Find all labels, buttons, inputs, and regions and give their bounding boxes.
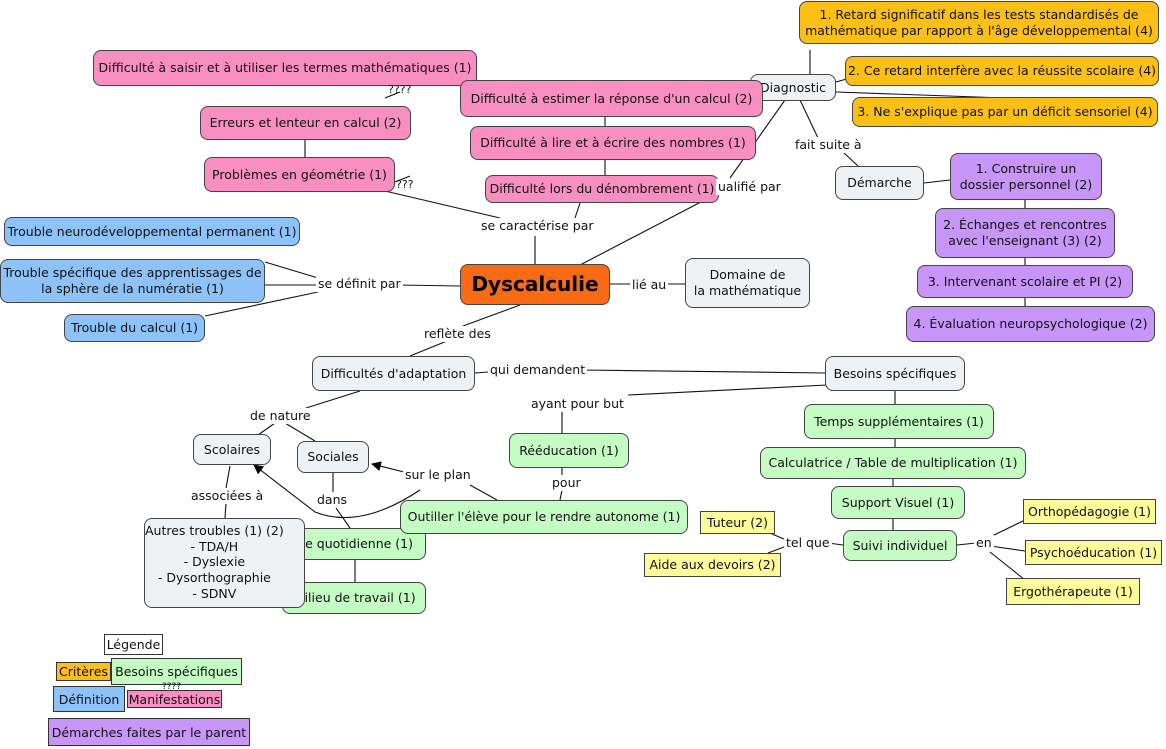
label-lie-au: lié au (630, 277, 669, 293)
legend-definition: Définition (53, 686, 125, 712)
scolaires-node[interactable]: Scolaires (193, 434, 271, 465)
demarche-4-node[interactable]: 4. Évaluation neuropsychologique (2) (906, 306, 1155, 342)
legend-besoins-specifiques: Besoins spécifiques (111, 658, 242, 685)
manifestation-termes-node[interactable]: Difficulté à saisir et à utiliser les te… (93, 50, 477, 86)
manifestation-nombres-node[interactable]: Difficulté à lire et à écrire des nombre… (470, 126, 756, 160)
label-definit-par: se définit par (316, 276, 403, 292)
label-tel-que: tel que (784, 535, 832, 551)
demarche-2-node[interactable]: 2. Échanges et rencontres avec l'enseign… (935, 208, 1115, 258)
critere-1-node[interactable]: 1. Retard significatif dans les tests st… (799, 1, 1159, 44)
definition-neurodev-node[interactable]: Trouble neurodéveloppemental permanent (… (4, 217, 300, 246)
besoins-specifiques-node[interactable]: Besoins spécifiques (825, 356, 965, 391)
manifestation-erreurs-node[interactable]: Erreurs et lenteur en calcul (2) (200, 106, 411, 140)
diagnostic-node[interactable]: Diagnostic (750, 74, 836, 101)
reeducation-node[interactable]: Rééducation (1) (509, 433, 629, 468)
label-qui-demandent: qui demandent (488, 362, 588, 378)
critere-2-node[interactable]: 2. Ce retard interfère avec la réussite … (845, 56, 1159, 86)
manifestation-denombrement-node[interactable]: Difficulté lors du dénombrement (1) (485, 175, 719, 203)
legend-title: Légende (104, 634, 163, 655)
label-caracterise-par: se caractérise par (479, 218, 596, 234)
label-qualifie-par: ualifié par (716, 179, 783, 195)
domaine-node[interactable]: Domaine de la mathématique (685, 258, 810, 308)
question-marks-2: ??? (396, 178, 414, 191)
sociales-node[interactable]: Sociales (297, 441, 369, 473)
psychoeducation-node[interactable]: Psychoéducation (1) (1025, 540, 1162, 565)
manifestation-estimer-node[interactable]: Difficulté à estimer la réponse d'un cal… (460, 80, 763, 117)
autres-troubles-node[interactable]: Autres troubles (1) (2) - TDA/H - Dyslex… (144, 518, 305, 608)
support-visuel-node[interactable]: Support Visuel (1) (831, 486, 965, 519)
tuteur-node[interactable]: Tuteur (2) (700, 511, 775, 534)
difficultes-adaptation-node[interactable]: Difficultés d'adaptation (312, 356, 475, 391)
legend-criteres: Critères (56, 662, 111, 681)
suivi-individuel-node[interactable]: Suivi individuel (843, 530, 957, 561)
question-marks-1: ???? (388, 83, 412, 96)
calculatrice-node[interactable]: Calculatrice / Table de multiplication (… (760, 447, 1026, 479)
temps-node[interactable]: Temps supplémentaires (1) (804, 404, 994, 439)
label-pour: pour (550, 475, 583, 491)
definition-calcul-node[interactable]: Trouble du calcul (1) (64, 314, 205, 342)
ergotherapeute-node[interactable]: Ergothérapeute (1) (1006, 578, 1140, 605)
label-en: en (974, 535, 994, 551)
label-reflete-des: reflète des (422, 326, 493, 342)
demarche-3-node[interactable]: 3. Intervenant scolaire et PI (2) (917, 265, 1133, 298)
label-de-nature: de nature (248, 408, 313, 424)
aide-devoirs-node[interactable]: Aide aux devoirs (2) (644, 553, 781, 577)
legend-question-marks: ???? (162, 682, 182, 692)
orthopedagogie-node[interactable]: Orthopédagogie (1) (1023, 499, 1156, 524)
label-associees-a: associées à (189, 488, 266, 504)
critere-3-node[interactable]: 3. Ne s'explique pas par un déficit sens… (852, 97, 1158, 127)
legend-manifestations: Manifestations (127, 690, 222, 708)
label-sur-le-plan: sur le plan (403, 467, 473, 483)
legend-demarches: Démarches faites par le parent (48, 718, 250, 746)
demarche-node[interactable]: Démarche (835, 166, 924, 200)
label-fait-suite: fait suite à (793, 137, 864, 153)
dyscalculie-node[interactable]: Dyscalculie (460, 264, 610, 305)
manifestation-geometrie-node[interactable]: Problèmes en géométrie (1) (204, 157, 395, 192)
definition-apprentissages-node[interactable]: Trouble spécifique des apprentissages de… (0, 259, 265, 303)
label-ayant-pour-but: ayant pour but (529, 396, 626, 412)
label-dans: dans (315, 492, 350, 508)
outiller-node[interactable]: Outiller l'élève pour le rendre autonome… (400, 500, 688, 534)
demarche-1-node[interactable]: 1. Construire un dossier personnel (2) (950, 153, 1102, 200)
